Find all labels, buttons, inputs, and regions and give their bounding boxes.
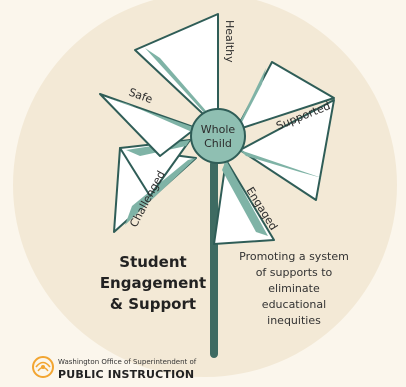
description-line5: inequities <box>267 314 321 327</box>
blade-healthy <box>134 13 219 129</box>
footer: Washington Office of Superintendent of P… <box>28 354 288 382</box>
description-line3: eliminate <box>268 282 320 295</box>
hub-circle <box>190 108 246 164</box>
blade-right <box>239 99 335 201</box>
heading-line1: Student <box>119 253 186 271</box>
hub-label-line2: Child <box>204 137 232 150</box>
description-line2: of supports to <box>256 266 333 279</box>
footer-agency-line: Washington Office of Superintendent of <box>58 358 197 366</box>
heading-line3: & Support <box>110 295 196 313</box>
description-line4: educational <box>262 298 326 311</box>
label-healthy: Healthy <box>223 20 236 63</box>
ospi-logo-icon <box>32 356 54 378</box>
hub-label-line1: Whole <box>201 123 236 136</box>
footer-agency-name: PUBLIC INSTRUCTION <box>58 368 195 381</box>
pinwheel-stick <box>210 160 218 358</box>
blade-safe <box>99 93 197 157</box>
heading-line2: Engagement <box>100 274 206 292</box>
blade-supported <box>235 61 335 131</box>
blade-engaged <box>213 159 275 245</box>
description-line1: Promoting a system <box>239 250 349 263</box>
